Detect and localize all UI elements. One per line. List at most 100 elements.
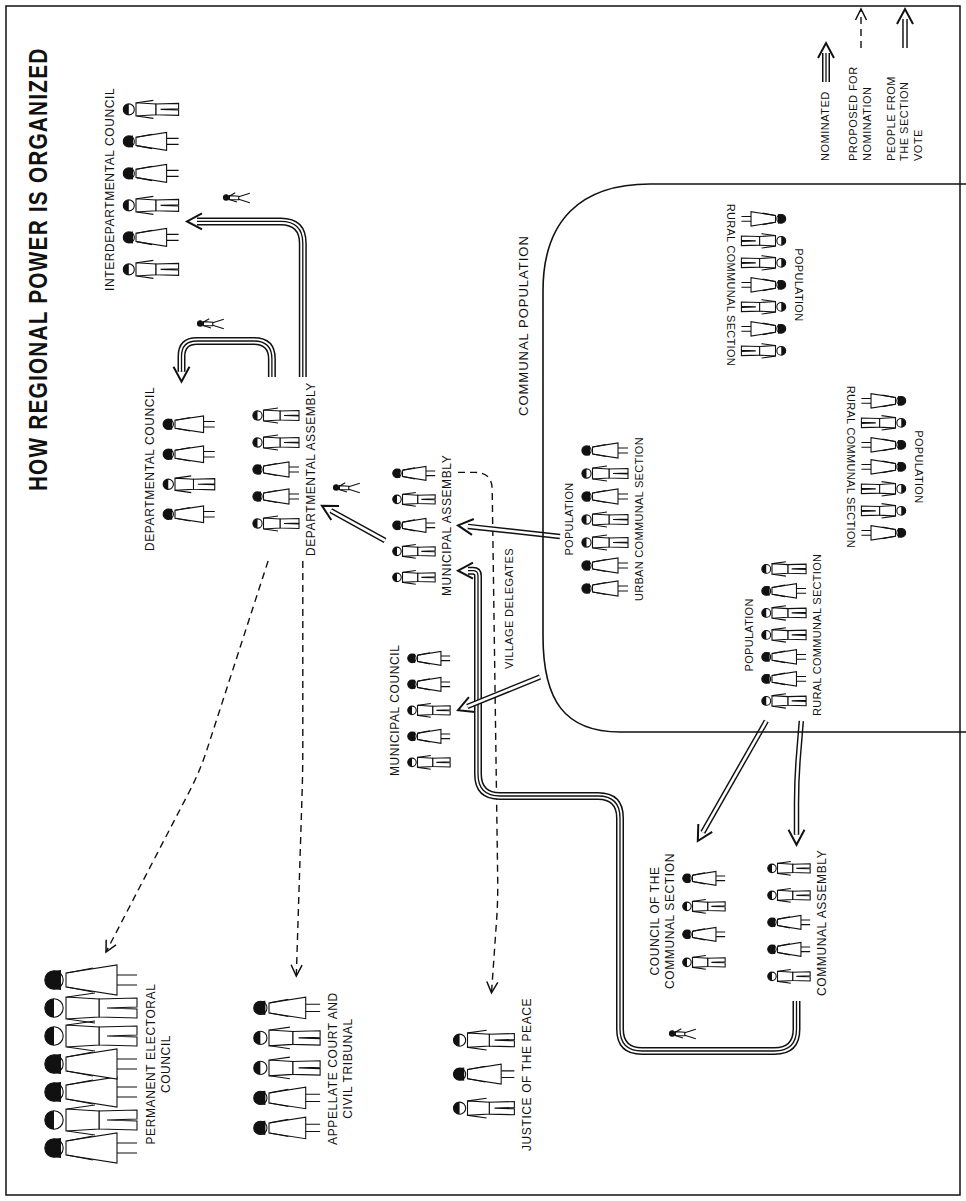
connector-line [197, 221, 303, 377]
legend-arrow [818, 43, 834, 82]
group-label: COMMUNAL POPULATION [516, 235, 532, 416]
connector-line [331, 511, 385, 541]
connector-line [197, 221, 303, 377]
person-figure [45, 1077, 137, 1107]
arrow-head [698, 824, 712, 841]
person-figure [253, 489, 299, 504]
arrow-head [458, 697, 475, 712]
person-figure [768, 862, 810, 876]
person-figure [393, 518, 435, 532]
person-figure [742, 278, 786, 292]
group-label: POPULATION [911, 386, 925, 548]
person-figure [254, 1028, 320, 1050]
person-figure [254, 1118, 320, 1140]
person-figure [254, 1058, 320, 1080]
person-figure [582, 558, 628, 573]
legend-row: NOMINATED [815, 5, 837, 161]
connector [458, 677, 540, 712]
people-figures [250, 992, 324, 1146]
person-figure [742, 300, 786, 314]
person-figure [253, 408, 299, 423]
person-figure [123, 132, 178, 150]
group-label: APPELLATE COURT AND CIVIL TRIBUNAL [326, 981, 356, 1156]
people-figures [120, 95, 182, 284]
legend-arrow [897, 9, 913, 48]
legend-sample [850, 5, 872, 51]
group-label: RURAL COMMUNAL SECTION [843, 386, 857, 548]
connector [106, 561, 268, 952]
connector-line [468, 526, 560, 536]
connector-line [822, 53, 830, 82]
legend-sample [894, 5, 916, 51]
group-label: JUSTICE OF THE PEACE [520, 998, 535, 1151]
people-figures [739, 207, 789, 363]
person-figure [393, 544, 435, 558]
arrow-head [818, 43, 834, 58]
person-figure [762, 584, 806, 598]
group-label: COUNCIL OF THE COMMUNAL SECTION [648, 846, 678, 996]
edge-label: VILLAGE DELEGATES [503, 546, 517, 671]
people-figures [680, 868, 728, 975]
person-figure [253, 435, 299, 450]
connector [174, 341, 272, 382]
diagram-title: HOW REGIONAL POWER IS ORGANIZED [22, 48, 55, 492]
person-figure [768, 943, 810, 957]
person-figure [762, 694, 806, 708]
person-figure [163, 506, 215, 523]
legend: NOMINATED PROPOSED FOR NOMINATION PEOPLE F… [815, 5, 936, 161]
connector [789, 721, 805, 845]
person-figure [393, 492, 435, 506]
person-figure [45, 1021, 137, 1051]
person-figure [408, 729, 450, 743]
people-group: COUNCIL OF THE COMMUNAL SECTION [645, 841, 733, 1001]
connector-line [182, 341, 272, 377]
connector [322, 506, 385, 541]
person-figure [762, 562, 806, 576]
group-label: POPULATION [743, 554, 757, 716]
person-figure [762, 672, 806, 686]
region-label-holder: COMMUNAL POPULATION [516, 235, 532, 416]
person-figure [582, 581, 628, 596]
people-group: POPULATIONRURAL COMMUNAL SECTION [740, 549, 828, 721]
person-figure [862, 526, 906, 540]
arrow-head [789, 830, 805, 845]
person-figure [742, 212, 786, 226]
connector-line [182, 341, 272, 377]
person-figure [454, 1065, 515, 1085]
person-figure [45, 1105, 137, 1135]
arrow-head [187, 213, 202, 229]
people-group: COMMUNAL ASSEMBLY [760, 845, 833, 1001]
group-label: URBAN COMMUNAL SECTION [633, 437, 647, 601]
person-figure [253, 462, 299, 477]
group-label: POPULATION [791, 204, 805, 366]
legend-text: PROPOSED FOR NOMINATION [847, 57, 875, 161]
people-group: DEPARTMENTAL ASSEMBLY [245, 377, 322, 561]
connector-line [703, 721, 767, 832]
group-label: MUNICIPAL ASSEMBLY [440, 455, 455, 596]
connector-line [825, 53, 826, 82]
person-figure [862, 482, 906, 496]
person-figure [762, 628, 806, 642]
person-figure [393, 570, 435, 584]
person-figure [862, 460, 906, 474]
person-figure [742, 234, 786, 248]
walking-delegate [670, 1029, 696, 1039]
group-label: POPULATION [563, 437, 577, 601]
connector [291, 561, 303, 976]
connector-line [197, 221, 303, 377]
person-figure [582, 512, 628, 527]
people-figures [160, 410, 218, 528]
legend-row: PEOPLE FROM THE SECTION VOTE [885, 5, 926, 161]
person-figure [762, 606, 806, 620]
person-figure [683, 956, 725, 970]
arrow-head [291, 965, 302, 976]
connector-line [824, 53, 829, 82]
people-group: MUNICIPAL ASSEMBLY [385, 450, 458, 601]
people-figures [250, 403, 302, 536]
person-figure [768, 970, 810, 984]
people-figures [859, 389, 909, 545]
arrow-head [458, 563, 473, 579]
person-figure [163, 416, 215, 433]
connector [458, 519, 560, 537]
